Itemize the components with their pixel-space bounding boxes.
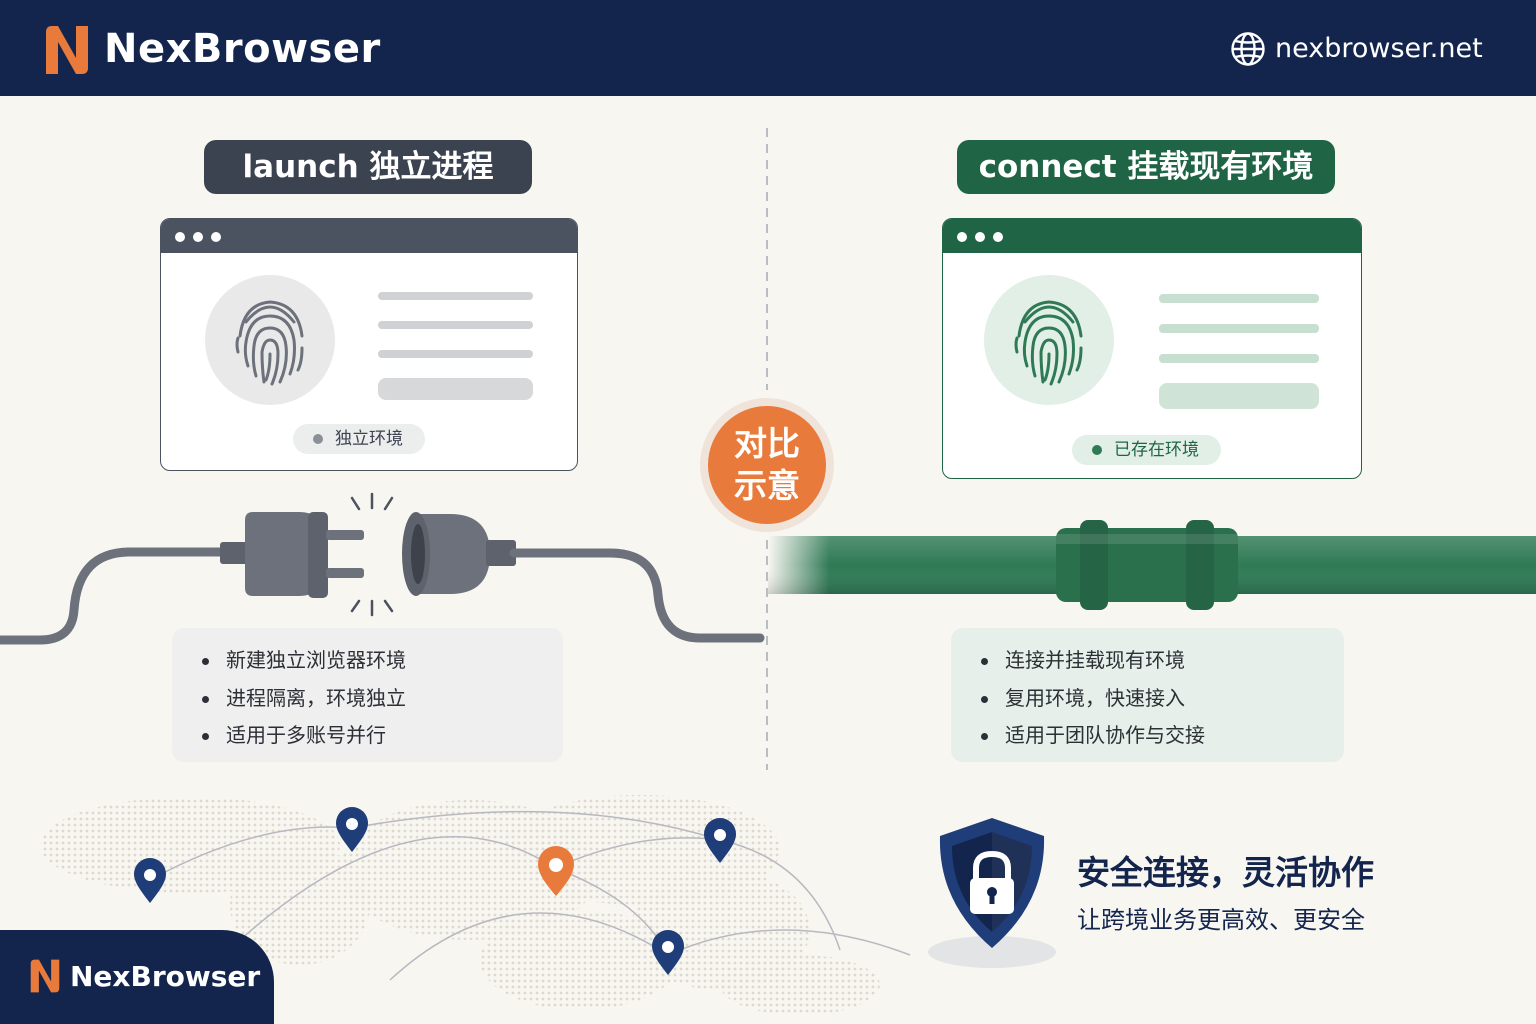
existing-env-badge: 已存在环境 [1072,435,1221,465]
connect-title-pill: connect 挂载现有环境 [957,140,1335,194]
globe-icon [1231,32,1265,66]
security-subtitle: 让跨境业务更高效、更安全 [1077,906,1365,934]
list-item: 复用环境，快速接入 [981,680,1344,718]
fingerprint-icon [205,275,335,405]
list-item: 新建独立浏览器环境 [202,642,563,680]
fingerprint-icon [984,275,1114,405]
left-browser-window [160,218,578,471]
launch-features-list: 新建独立浏览器环境 进程隔离，环境独立 适用于多账号并行 [172,628,563,762]
brand-logo-icon [30,959,60,993]
window-titlebar [943,219,1361,253]
list-item: 适用于团队协作与交接 [981,717,1344,755]
connect-features-list: 连接并挂载现有环境 复用环境，快速接入 适用于团队协作与交接 [951,628,1344,762]
location-pin-icon [134,807,736,975]
plug-icon [0,492,394,645]
brand-name[interactable]: NexBrowser [104,26,381,72]
pipe-icon [768,520,1536,610]
launch-title-pill: launch 独立进程 [204,140,532,194]
right-browser-window [942,218,1362,479]
top-header [0,0,1536,96]
list-item: 进程隔离，环境独立 [202,680,563,718]
independent-env-badge: 独立环境 [293,424,425,454]
compare-badge: 对比 示意 [700,398,834,532]
window-titlebar [161,219,577,253]
footer-brand-name[interactable]: NexBrowser [70,960,261,993]
security-title: 安全连接，灵活协作 [1077,853,1374,892]
brand-logo-icon [46,26,88,74]
list-item: 适用于多账号并行 [202,717,563,755]
shield-lock-icon [928,818,1056,968]
compare-line-2: 示意 [734,466,800,505]
site-url-link[interactable]: nexbrowser.net [1275,33,1483,64]
list-item: 连接并挂载现有环境 [981,642,1344,680]
compare-line-1: 对比 [734,424,800,463]
socket-icon [402,512,765,643]
world-map-icon [40,795,880,1015]
